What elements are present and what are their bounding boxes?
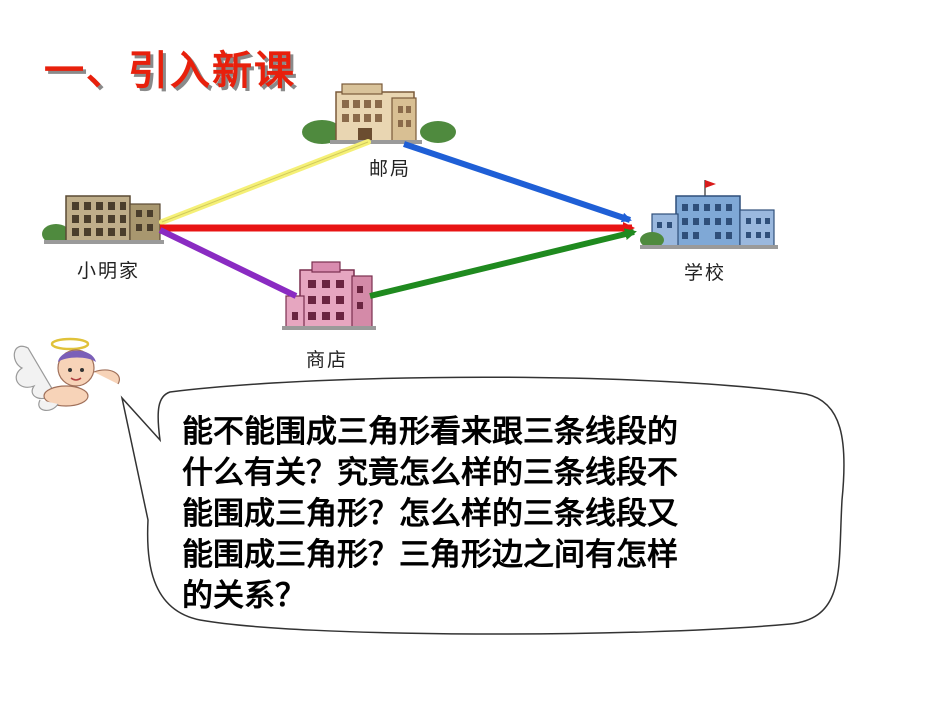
route-home-post-outline [161, 141, 369, 223]
speech-line: 能不能围成三角形看来跟三条线段的 [182, 414, 678, 450]
speech-line: 能围成三角形？三角形边之间有怎样 [182, 537, 678, 573]
label-school: 学校 [684, 262, 727, 284]
speech-line: 什么有关？究竟怎么样的三条线段不 [182, 455, 678, 491]
speech-line: 的关系？ [182, 578, 306, 614]
apartment-building-icon [42, 195, 164, 244]
label-shop: 商店 [306, 349, 349, 371]
route-post-school [403, 141, 632, 223]
shop-building-icon [282, 261, 376, 330]
cherub-icon [13, 337, 120, 411]
post-office-building-icon [302, 83, 456, 144]
route-home-shop [158, 227, 298, 299]
label-home: 小明家 [77, 260, 141, 282]
speech-bubble [120, 376, 845, 635]
label-post-office: 邮局 [369, 158, 412, 180]
school-building-icon [640, 180, 778, 249]
slide-title: 一、引入新课 [44, 48, 296, 94]
speech-text: 能不能围成三角形看来跟三条线段的 什么有关？究竟怎么样的三条线段不 能围成三角形… [182, 412, 782, 617]
speech-line: 能围成三角形？怎么样的三条线段又 [182, 496, 678, 532]
route-shop-school [369, 228, 637, 299]
